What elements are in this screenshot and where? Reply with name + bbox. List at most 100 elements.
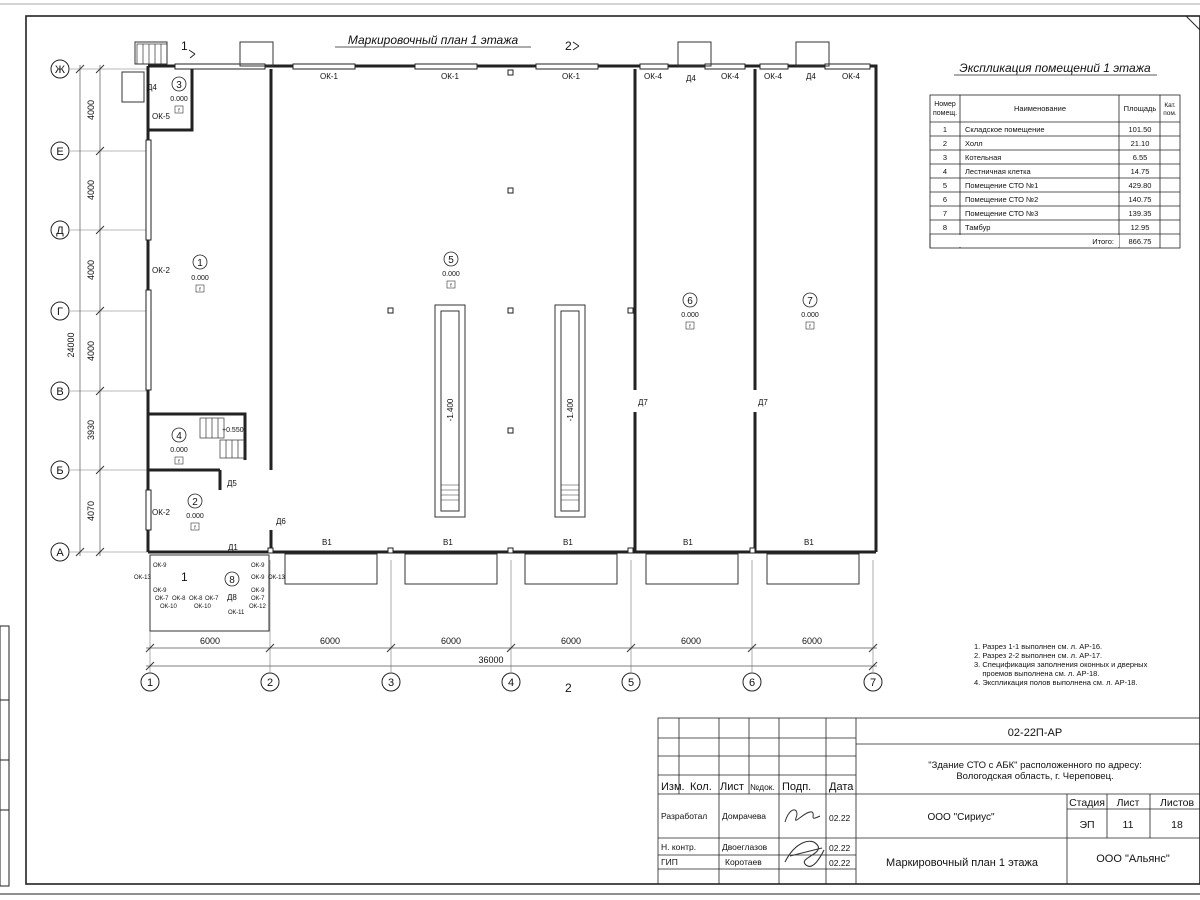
vdim-4: 4000	[86, 341, 96, 361]
room-2-number: 2	[192, 497, 198, 508]
label-d7-b: Д7	[758, 398, 768, 407]
room-1-level: 0.000	[191, 275, 209, 282]
table-row: 3 Котельная 6.55	[943, 153, 1147, 162]
row-8-name: Тамбур	[965, 223, 990, 232]
room-6-cat: f	[689, 324, 691, 330]
table-row: 7 Помещение СТО №3 139.35	[943, 209, 1152, 218]
hdr-cat-2: пом.	[1163, 110, 1177, 117]
label-d7-a: Д7	[638, 398, 648, 407]
table-row: 1 Складское помещение 101.50	[943, 125, 1152, 134]
number-axis-markers: 1 2 3 4 5 6 7	[140, 672, 883, 692]
room-3-number: 3	[176, 80, 182, 91]
hdim-6: 6000	[802, 636, 822, 646]
label-ok2-b: ОК-2	[152, 508, 171, 517]
explication-title: Экспликация помещений 1 этажа	[959, 61, 1151, 75]
plan-title: Маркировочный план 1 этажа	[348, 33, 519, 47]
row-7-num: 7	[943, 209, 947, 218]
vdim-3: 4000	[86, 260, 96, 280]
label-d4-c: Д4	[147, 83, 157, 92]
label-ok4-b: ОК-4	[721, 72, 740, 81]
table-row: 6 Помещение СТО №2 140.75	[943, 195, 1152, 204]
name-dev: Домрачева	[722, 811, 766, 821]
left-windows	[145, 139, 152, 531]
structural-columns	[267, 69, 756, 554]
label-d8: Д8	[227, 593, 237, 602]
explication-table	[929, 94, 1181, 249]
section-1-bottom: 1	[181, 570, 188, 584]
label-d5: Д5	[227, 479, 237, 488]
label-ok4-c: ОК-4	[764, 72, 783, 81]
room-7-cat: f	[809, 324, 811, 330]
label-ok9-e: ОК-9	[251, 588, 265, 594]
vdim-5: 3930	[86, 420, 96, 440]
hdr-stage: Стадия	[1069, 797, 1105, 809]
hdim-4: 6000	[561, 636, 581, 646]
row-5-num: 5	[943, 181, 947, 190]
label-ok12: ОК-12	[249, 604, 266, 610]
row-4-area: 14.75	[1131, 167, 1150, 176]
project-address: Вологодская область, г. Череповец.	[956, 771, 1113, 782]
row-3-name: Котельная	[965, 153, 1001, 162]
room-5-cat: f	[450, 283, 452, 289]
hdr-sheets: Листов	[1160, 797, 1195, 809]
hdr-name: Наименование	[1014, 104, 1066, 113]
note-2: 2. Разрез 2-2 выполнен см. л. АР-17.	[974, 651, 1102, 660]
row-8-area: 12.95	[1131, 223, 1150, 232]
room-7-level: 0.000	[801, 312, 819, 319]
room-marker-6: 6 0.000 f	[681, 292, 699, 330]
name-gip: Коротаев	[725, 857, 762, 867]
signature-gip	[784, 840, 825, 867]
label-v1-d: В1	[683, 538, 693, 547]
row-7-name: Помещение СТО №3	[965, 209, 1038, 218]
table-row: 2 Холл 21.10	[943, 139, 1149, 148]
hdim-total: 36000	[478, 655, 503, 665]
row-2-num: 2	[943, 139, 947, 148]
label-ok9-b: ОК-9	[153, 588, 167, 594]
room-6-number: 6	[687, 296, 693, 307]
label-d1: Д1	[228, 543, 238, 552]
note-3: 3. Спецификация заполнения оконных и две…	[974, 660, 1148, 669]
row-1-area: 101.50	[1129, 125, 1152, 134]
project-name: "Здание СТО с АБК" расположенного по адр…	[928, 760, 1141, 771]
room-5-number: 5	[448, 255, 454, 266]
label-ok13-b: ОК-13	[268, 575, 285, 581]
row-6-name: Помещение СТО №2	[965, 195, 1038, 204]
horizontal-dimension-chain: 6000 6000 6000 6000 6000 6000 36000	[145, 636, 878, 671]
axis-g: Г	[57, 306, 63, 318]
hdr-num-1: Номер	[934, 101, 956, 108]
label-v1-a: В1	[322, 538, 332, 547]
label-ok9-a: ОК-9	[153, 563, 167, 569]
room-1-number: 1	[197, 258, 203, 269]
label-ok10-a: ОК-10	[160, 604, 177, 610]
title-block-text: 02-22П-АР "Здание СТО с АБК" расположенн…	[661, 727, 1194, 869]
role-dev: Разработал	[661, 811, 707, 821]
section-markers: 1 1 2 2	[181, 39, 580, 695]
label-ok8-b: ОК-8	[189, 596, 203, 602]
gate-canopies	[121, 41, 860, 585]
pit-level-2: -1.400	[566, 398, 575, 421]
label-d4-a: Д4	[686, 74, 696, 83]
label-v1-e: В1	[804, 538, 814, 547]
opening-labels: ОК-1 ОК-1 ОК-1 ОК-4 ОК-4 ОК-4 ОК-4 Д4 Д4…	[147, 72, 861, 552]
date-dev: 02.22	[829, 813, 851, 823]
pit-level-1: -1.400	[446, 398, 455, 421]
label-ok7-b: ОК-7	[205, 596, 219, 602]
section-2-bottom: 2	[565, 681, 572, 695]
room-marker-5: 5 0.000 f	[442, 251, 460, 289]
vdim-2: 4000	[86, 180, 96, 200]
table-row: 8 Тамбур 12.95	[943, 223, 1149, 232]
room-5-level: 0.000	[442, 271, 460, 278]
role-nkontr: Н. контр.	[661, 842, 696, 852]
row-3-area: 6.55	[1133, 153, 1148, 162]
axis-4: 4	[508, 677, 514, 689]
axis-d: Д	[56, 225, 64, 237]
inspection-pits: -1.400 -1.400	[434, 304, 586, 518]
title-block	[657, 717, 1200, 885]
signature-dev	[784, 809, 821, 823]
vdim-total: 24000	[66, 332, 76, 357]
row-2-area: 21.10	[1131, 139, 1150, 148]
label-ok2-a: ОК-2	[152, 266, 171, 275]
hdim-2: 6000	[320, 636, 340, 646]
axis-a: А	[56, 547, 64, 559]
